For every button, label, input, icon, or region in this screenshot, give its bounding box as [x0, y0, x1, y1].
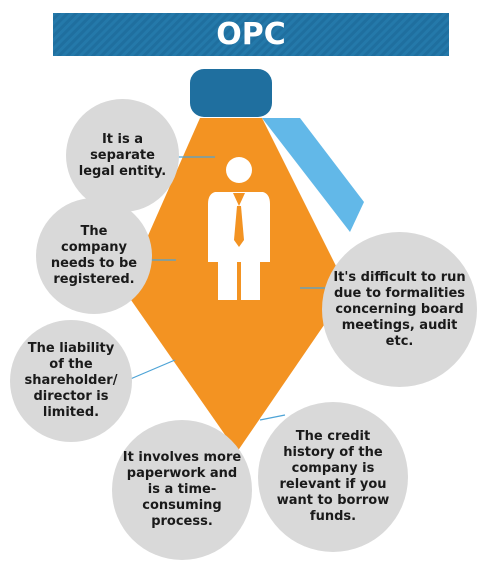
point-bubble-credit-history: The credit history of the company is rel… [258, 402, 408, 552]
title-banner: OPC [53, 13, 449, 56]
point-text: The company needs to be registered. [50, 224, 138, 287]
connector-line [127, 359, 176, 381]
tie-knot [190, 69, 272, 117]
point-text: It is a separate legal entity. [78, 131, 167, 179]
banner-stripes [53, 13, 449, 56]
point-text: The liability of the shareholder/ direct… [24, 341, 118, 420]
point-bubble-liability: The liability of the shareholder/ direct… [10, 320, 132, 442]
point-text: It's difficult to run due to formalities… [333, 269, 466, 349]
point-text: The credit history of the company is rel… [276, 429, 390, 524]
point-bubble-registration: The company needs to be registered. [36, 198, 152, 314]
page-title: OPC [216, 17, 286, 52]
collar-shape [262, 118, 364, 232]
point-bubble-paperwork: It involves more paperwork and is a time… [112, 420, 252, 560]
point-text: It involves more paperwork and is a time… [122, 450, 242, 529]
businessman-icon [208, 157, 270, 300]
connector-line [259, 414, 286, 421]
point-bubble-formalities: It's difficult to run due to formalities… [322, 232, 477, 387]
point-bubble-separate-entity: It is a separate legal entity. [66, 99, 179, 212]
